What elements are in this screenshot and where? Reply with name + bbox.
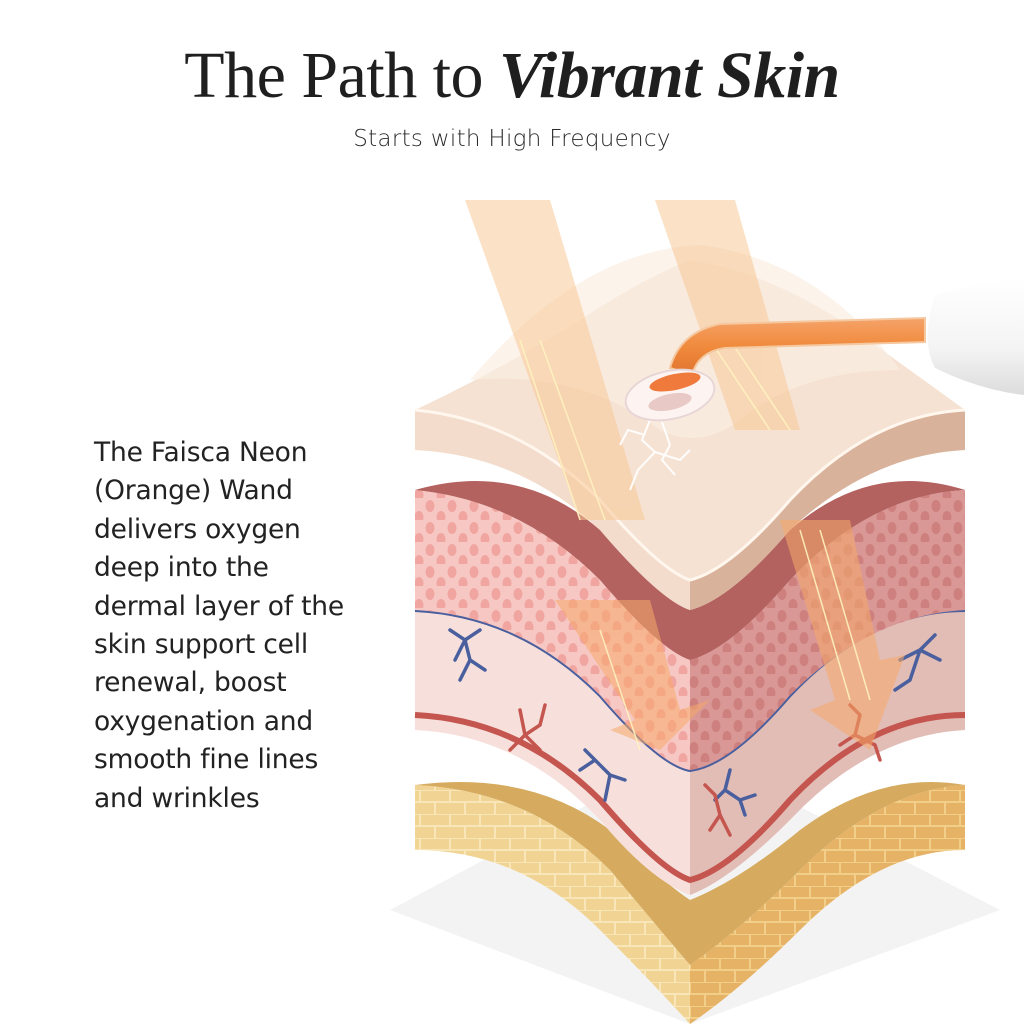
description-line: and wrinkles bbox=[94, 782, 260, 814]
wand-handle bbox=[927, 278, 1024, 395]
page-title: The Path to Vibrant Skin bbox=[0, 38, 1024, 114]
wand-glass-tube bbox=[668, 316, 926, 377]
high-frequency-wand bbox=[624, 278, 1024, 422]
title-normal-text: The Path to bbox=[184, 39, 500, 112]
fat-layer-right bbox=[690, 785, 965, 1024]
product-description: The Faisca Neon (Orange) Wand delivers o… bbox=[94, 434, 394, 818]
fat-layer-top bbox=[415, 782, 965, 965]
description-line: deep into the bbox=[94, 552, 269, 584]
title-accent-text: Vibrant Skin bbox=[499, 39, 840, 112]
skin-layers-illustration bbox=[380, 190, 1024, 1024]
energy-beams bbox=[465, 200, 905, 750]
description-line: delivers oxygen bbox=[94, 513, 301, 545]
fat-layer-left bbox=[415, 785, 690, 1024]
description-line: renewal, boost bbox=[94, 667, 287, 699]
electric-spark-icon bbox=[619, 419, 691, 491]
page-subtitle: Starts with High Frequency bbox=[353, 126, 671, 152]
description-line: dermal layer of the bbox=[94, 590, 344, 622]
description-line: (Orange) Wand bbox=[94, 475, 293, 507]
description-line: oxygenation and bbox=[94, 705, 313, 737]
epidermis-left bbox=[415, 410, 690, 610]
artery-line bbox=[414, 712, 966, 884]
description-line: The Faisca Neon bbox=[94, 437, 308, 468]
description-line: skin support cell bbox=[94, 629, 309, 661]
description-line: smooth fine lines bbox=[94, 744, 319, 776]
epidermis-right bbox=[690, 410, 965, 610]
